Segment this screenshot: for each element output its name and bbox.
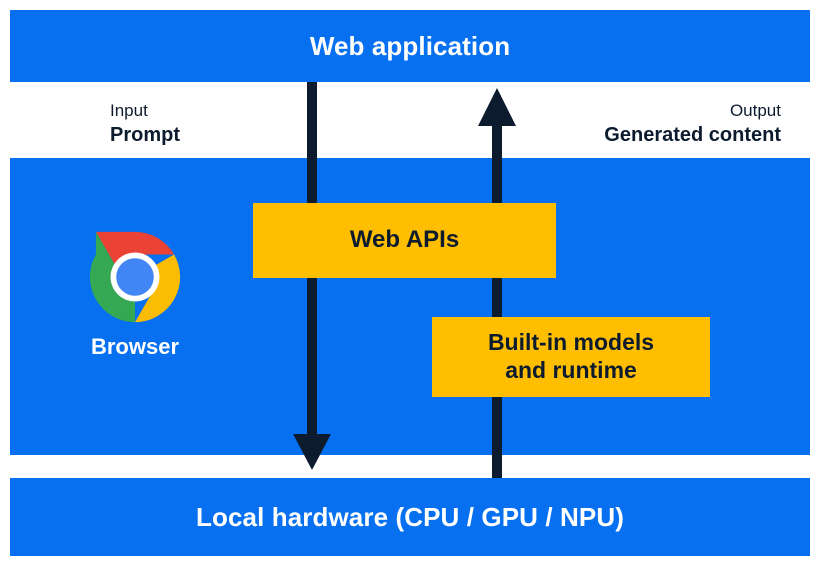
browser-label: Browser bbox=[90, 334, 180, 359]
box-builtin-models: Built-in models and runtime bbox=[432, 317, 710, 397]
annotation-input: Input Prompt bbox=[110, 100, 180, 148]
chrome-logo-icon bbox=[89, 231, 181, 323]
box-web-apis-label: Web APIs bbox=[349, 226, 460, 254]
box-builtin-models-label: Built-in models and runtime bbox=[488, 329, 654, 384]
layer-web-application: Web application bbox=[10, 10, 810, 82]
box-builtin-models-line2: and runtime bbox=[505, 357, 637, 383]
browser-brand-group: Browser bbox=[70, 230, 200, 358]
layer-web-application-label: Web application bbox=[309, 31, 511, 61]
layer-local-hardware: Local hardware (CPU / GPU / NPU) bbox=[10, 478, 810, 556]
layer-local-hardware-label: Local hardware (CPU / GPU / NPU) bbox=[196, 502, 624, 532]
annotation-input-value: Prompt bbox=[110, 124, 180, 147]
annotation-input-kind: Input bbox=[110, 101, 148, 120]
box-builtin-models-line1: Built-in models bbox=[487, 329, 655, 356]
annotation-output: Output Generated content bbox=[604, 100, 781, 148]
annotation-output-kind: Output bbox=[729, 101, 781, 120]
box-web-apis: Web APIs bbox=[253, 203, 556, 278]
annotation-output-value: Generated content bbox=[604, 124, 781, 147]
